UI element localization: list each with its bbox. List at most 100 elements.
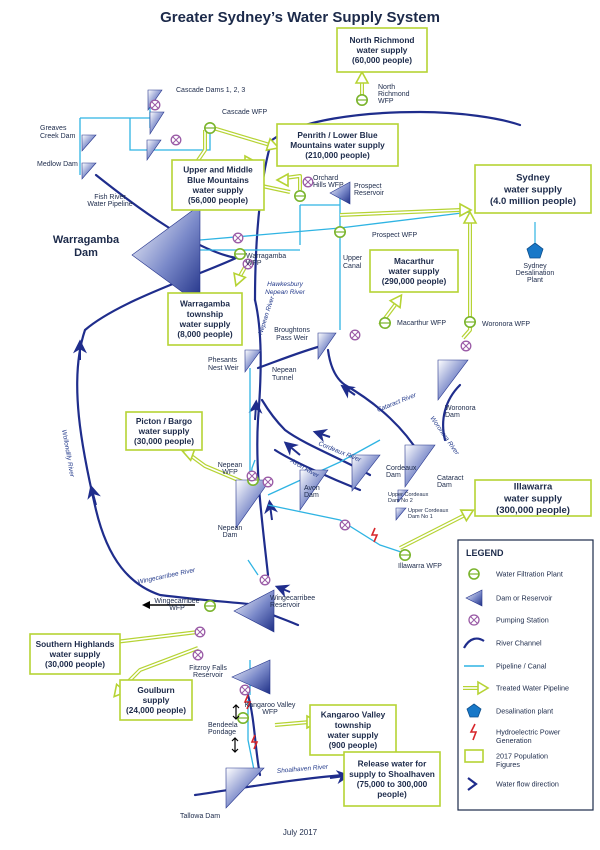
label-line: Wingecarribee	[154, 598, 199, 605]
woronora-river	[442, 383, 462, 442]
legend-label-line: Water Filtration Plant	[496, 570, 563, 579]
supply-box-line: Illawarra	[514, 482, 553, 493]
supply-box-line: (24,000 people)	[126, 705, 186, 715]
wollondilly-river	[76, 173, 250, 606]
legend-label: Pipeline / Canal	[496, 662, 547, 671]
pheasants-to-broughtons	[256, 343, 327, 370]
legend-label-line: Pipeline / Canal	[496, 662, 547, 671]
supply-box-line: (8,000 people)	[177, 329, 233, 339]
label-line: Hills WFP	[313, 182, 344, 189]
supply-box-line: Warragamba	[180, 299, 230, 309]
label: Tallowa Dam	[180, 813, 220, 820]
label-line: WFP	[262, 709, 278, 716]
label-line: Illawarra WFP	[398, 563, 442, 570]
label-line: Upper Cordeaux	[388, 492, 429, 498]
label: Medlow Dam	[37, 161, 78, 168]
pump-cross	[248, 472, 256, 480]
treated-arrowhead	[275, 172, 289, 188]
flow-arrow	[340, 384, 356, 399]
supply-box-line: (30,000 people)	[134, 436, 194, 446]
label-line: Cataract River	[376, 391, 418, 413]
label-line: Hawkesbury	[267, 281, 304, 288]
cascade-dam-2	[149, 111, 165, 136]
legend-label-line: Water flow direction	[496, 780, 559, 789]
pipeline	[150, 132, 211, 151]
prospect-reservoir	[329, 181, 351, 205]
legend-heading: LEGEND	[466, 548, 504, 558]
legend-label-line: Desalination plant	[496, 707, 553, 716]
export-arrowhead	[142, 601, 150, 609]
pump-cross	[172, 136, 180, 144]
diagram-title: Greater Sydney’s Water Supply System	[160, 9, 440, 26]
supply-box-line: township	[335, 720, 371, 730]
label-line: Macarthur WFP	[397, 320, 446, 327]
hydro-icon	[243, 694, 252, 710]
label-line: Prospect WFP	[372, 232, 417, 239]
pump-cross	[244, 260, 252, 268]
label-line: Upper	[343, 255, 363, 262]
label-line: Water Pipeline	[87, 201, 132, 208]
wingecarribee-wfp	[204, 599, 217, 612]
supply-box-frame	[276, 123, 399, 167]
supply-box-line: water supply	[192, 185, 244, 195]
legend-label: River Channel	[496, 639, 542, 648]
supply-box-frame	[167, 292, 243, 346]
avon-river	[273, 448, 362, 492]
label-line: Desalination	[516, 270, 555, 277]
pumping-station	[170, 134, 182, 146]
supply-box-line: (75,000 to 300,000	[357, 779, 428, 789]
supply-box-frame	[474, 164, 592, 214]
label-line: Creek Dam	[40, 133, 76, 140]
supply-box-line: (30,000 people)	[45, 659, 105, 669]
label-line: Tunnel	[272, 375, 294, 382]
supply-box-line: supply to Shoalhaven	[349, 769, 435, 779]
label-line: WFP	[378, 98, 394, 105]
broughtons-pass-weir	[317, 332, 337, 360]
label-line: Plant	[527, 277, 543, 284]
treated-arrowhead	[354, 70, 370, 84]
woronora-dam	[437, 359, 469, 401]
label: Woronora River	[428, 415, 460, 457]
upper-cordeaux-dam-2	[397, 489, 409, 503]
legend-item-pump: Pumping Station	[468, 614, 549, 626]
supply-box-line: water supply	[179, 319, 231, 329]
legend-label: Treated Water Pipeline	[496, 684, 569, 693]
pipeline	[247, 559, 259, 576]
cordeaux-river	[260, 398, 372, 477]
treated-pipeline-core	[284, 175, 301, 190]
label-line: Fitzroy Falls	[189, 665, 227, 672]
label-line: Warragamba	[246, 253, 286, 260]
label-line: Dam	[223, 532, 238, 539]
cascade-wfp	[204, 122, 217, 135]
legend-population-icon	[464, 749, 484, 763]
supply-box-frame	[119, 679, 193, 721]
label: Cataract River	[376, 391, 418, 413]
legend-hydro-icon	[469, 723, 478, 741]
avon-dam	[299, 469, 329, 511]
label-line: Fish River	[94, 194, 126, 201]
pipeline	[129, 118, 150, 151]
supply-box-frame	[474, 479, 592, 517]
label-line: WFP	[222, 469, 238, 476]
label-line: WFP	[169, 605, 185, 612]
label-line: Prospect	[354, 183, 382, 190]
legend-label-line: 2017 Population	[496, 752, 548, 761]
treated-pipeline-core	[114, 631, 199, 643]
label-line: Woronora	[445, 405, 476, 412]
legend-label-line: River Channel	[496, 639, 542, 648]
